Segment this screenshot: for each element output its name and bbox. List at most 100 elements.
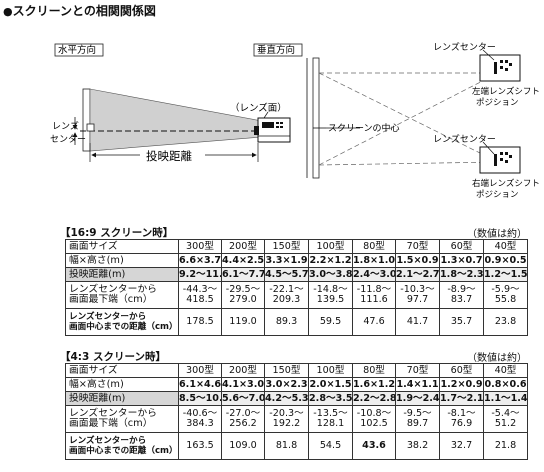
header-cell: 画面サイズ: [65, 363, 179, 378]
size-cell: 100型: [308, 239, 353, 254]
table-cell: -44.3～418.5: [178, 281, 222, 309]
left-shift-label-2: ポジション: [476, 98, 519, 108]
table-cell: -13.5～128.1: [308, 405, 353, 433]
lens-center-top-leader: [482, 49, 495, 61]
table-cell: 38.2: [395, 432, 440, 460]
size-cell: 200型: [221, 239, 265, 254]
table-cell: 0.8×0.6: [483, 377, 528, 392]
table-cell: 1.7～2.1: [439, 391, 484, 406]
table-cell: 9.2～11.5: [178, 267, 222, 282]
table-cell: -11.8～111.6: [352, 281, 396, 309]
size-cell: 300型: [178, 239, 222, 254]
table-cell: 41.7: [395, 308, 440, 336]
table-cell: 2.4～3.0: [352, 267, 396, 282]
size-cell: 40型: [483, 363, 528, 378]
size-cell: 150型: [264, 363, 309, 378]
table-cell: 35.7: [439, 308, 484, 336]
table-cell: 1.1～1.4: [483, 391, 528, 406]
lens-surface-leader: [263, 111, 269, 119]
row-label: レンズセンターから画面最下端（cm）: [65, 405, 179, 433]
lens-center-top-label: レンズセンター: [433, 41, 496, 53]
size-cell: 200型: [221, 363, 265, 378]
vertical-label: 垂直方向: [257, 44, 295, 56]
size-cell: 70型: [395, 239, 440, 254]
table-cell: 21.8: [483, 432, 528, 460]
size-cell: 80型: [352, 239, 396, 254]
table-cell: 163.5: [178, 432, 222, 460]
size-cell: 80型: [352, 363, 396, 378]
table-cell: 1.2～1.5: [483, 267, 528, 282]
table-cell: -5.4～51.2: [483, 405, 528, 433]
table-cell: 1.2×0.9: [439, 377, 484, 392]
table-cell: 32.7: [439, 432, 484, 460]
table-cell: 1.3×0.7: [439, 253, 484, 268]
projector-top-icon: [479, 54, 521, 82]
projector-icon: [254, 117, 291, 143]
table-cell: 2.2～2.8: [352, 391, 396, 406]
table-cell: -5.9～55.8: [483, 281, 528, 309]
right-shift-label-2: ポジション: [476, 190, 519, 200]
table-cell: 1.4×1.1: [395, 377, 440, 392]
table-cell: 1.9～2.4: [395, 391, 440, 406]
table-cell: 1.8～2.3: [439, 267, 484, 282]
row-label: 幅×高さ(m): [65, 377, 179, 392]
vertical-label-box: [253, 43, 303, 57]
table-cell: -20.3～192.2: [264, 405, 309, 433]
header-cell: 画面サイズ: [65, 239, 179, 254]
table-cell: -27.0～256.2: [221, 405, 265, 433]
size-cell: 70型: [395, 363, 440, 378]
table-cell: 3.0×2.3: [264, 377, 309, 392]
table-row: レンズセンターから画面中心までの距離（cm） 163.5 109.0 81.8 …: [65, 432, 528, 460]
table-cell: 89.3: [264, 308, 309, 336]
table-cell: -10.3～97.7: [395, 281, 440, 309]
row-label: レンズセンターから画面中心までの距離（cm）: [65, 432, 179, 460]
row-label: 投映距離(m): [65, 391, 179, 406]
right-shift-label-1: 右端レンズシフト: [472, 178, 540, 189]
table-cell: -10.8～102.5: [352, 405, 396, 433]
table-cell: -29.5～279.0: [221, 281, 265, 309]
projection-distance-label: 投映距離: [146, 149, 192, 163]
size-cell: 40型: [483, 239, 528, 254]
page-title-text: スクリーンとの相関関係図: [12, 4, 156, 18]
table-169: 画面サイズ 300型 200型 150型 100型 80型 70型 60型 40…: [65, 239, 528, 336]
table-row: レンズセンターから画面中心までの距離（cm） 178.5 119.0 89.3 …: [65, 308, 528, 336]
table-cell: 119.0: [221, 308, 265, 336]
table-cell: 4.2～5.3: [264, 391, 309, 406]
table-cell: 6.6×3.7: [178, 253, 222, 268]
screen-front-view: [312, 57, 320, 179]
lens-center-label-2: センター: [50, 134, 86, 145]
ray-cross-2: [318, 72, 499, 166]
table-cell: -14.8～139.5: [308, 281, 353, 309]
row-label: レンズセンターから画面中心までの距離（cm）: [65, 308, 179, 336]
lens-surface-label: （レンズ面）: [230, 102, 287, 114]
table-cell: 0.9×0.5: [483, 253, 528, 268]
table-169-header-row: 画面サイズ 300型 200型 150型 100型 80型 70型 60型 40…: [65, 239, 528, 254]
lens-center-bottom-label: レンズセンター: [433, 133, 496, 145]
screen-center-label: スクリーンの中心: [328, 122, 400, 134]
vertical-diagram: 垂直方向 スクリーンの中心 レンズセンター 左端レンズシフト ポジション: [253, 41, 540, 200]
table-cell: 81.8: [264, 432, 309, 460]
ray-cross-1: [318, 72, 499, 163]
table-cell: 2.0×1.5: [308, 377, 353, 392]
table-row: 投映距離(m) 9.2～11.5 6.1～7.7 4.5～5.7 3.0～3.8…: [65, 267, 528, 282]
table-cell: 178.5: [178, 308, 222, 336]
table-cell: 109.0: [221, 432, 265, 460]
projector-bottom-icon: [479, 146, 521, 174]
table-cell: 2.1～2.7: [395, 267, 440, 282]
lens-center-label-1: レンズ: [52, 120, 79, 132]
table-43: 画面サイズ 300型 200型 150型 100型 80型 70型 60型 40…: [65, 363, 528, 460]
row-label: 投映距離(m): [65, 267, 179, 282]
table-row: レンズセンターから画面最下端（cm） -44.3～418.5 -29.5～279…: [65, 281, 528, 309]
table-cell: 4.4×2.5: [221, 253, 265, 268]
table-cell: 1.8×1.0: [352, 253, 396, 268]
table-cell: 4.5～5.7: [264, 267, 309, 282]
table-cell: -8.9～83.7: [439, 281, 484, 309]
projection-diagram: 水平方向 （レンズ面） レンズ センター 投映距: [50, 41, 540, 200]
size-cell: 150型: [264, 239, 309, 254]
size-cell: 300型: [178, 363, 222, 378]
table-169-note: （数値は約）: [467, 229, 527, 240]
row-label: 幅×高さ(m): [65, 253, 179, 268]
table-cell: 2.2×1.2: [308, 253, 353, 268]
size-cell: 60型: [439, 363, 484, 378]
table-cell: 5.6～7.0: [221, 391, 265, 406]
